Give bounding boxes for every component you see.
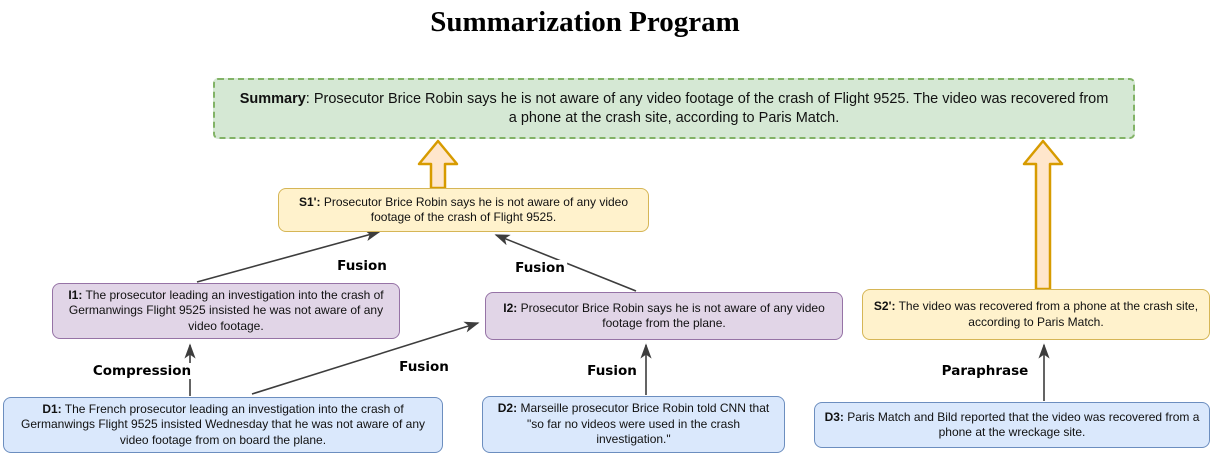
d1-text: D1: The French prosecutor leading an inv…	[20, 401, 425, 447]
s1-text: S1': Prosecutor Brice Robin says he is n…	[298, 194, 629, 224]
summary-text: Summary: Prosecutor Brice Robin says he …	[239, 90, 1109, 126]
edge-label-fusion-d2-i2: Fusion	[585, 363, 639, 379]
block-arrow-s1-to-summary	[417, 139, 459, 190]
page-title: Summarization Program	[430, 6, 740, 38]
d2-text: D2: Marseille prosecutor Brice Robin tol…	[497, 401, 770, 447]
s2-text: S2': The video was recovered from a phon…	[873, 299, 1199, 329]
arrow-d1-to-i2	[251, 321, 480, 395]
i1-text: I1: The prosecutor leading an investigat…	[68, 287, 384, 333]
summary-box: Summary: Prosecutor Brice Robin says he …	[213, 78, 1135, 139]
i2-text: I2: Prosecutor Brice Robin says he is no…	[503, 300, 825, 330]
d2-box: D2: Marseille prosecutor Brice Robin tol…	[482, 396, 785, 453]
d3-box: D3: Paris Match and Bild reported that t…	[814, 402, 1210, 448]
i1-box: I1: The prosecutor leading an investigat…	[52, 283, 400, 339]
edge-label-fusion-d1-i2: Fusion	[397, 359, 451, 375]
d1-box: D1: The French prosecutor leading an inv…	[3, 397, 443, 453]
edge-label-paraphrase-d3-s2: Paraphrase	[939, 363, 1031, 379]
block-arrow-s2-to-summary	[1022, 139, 1064, 291]
edge-label-compression-d1-i1: Compression	[90, 363, 194, 379]
s1-box: S1': Prosecutor Brice Robin says he is n…	[278, 188, 649, 232]
edge-label-fusion-i1-s1: Fusion	[335, 258, 389, 274]
edge-label-fusion-i2-s1: Fusion	[513, 260, 567, 276]
d3-text: D3: Paris Match and Bild reported that t…	[824, 409, 1200, 439]
s2-box: S2': The video was recovered from a phon…	[862, 289, 1210, 340]
arrow-i1-to-s1	[196, 230, 381, 283]
i2-box: I2: Prosecutor Brice Robin says he is no…	[485, 292, 843, 340]
